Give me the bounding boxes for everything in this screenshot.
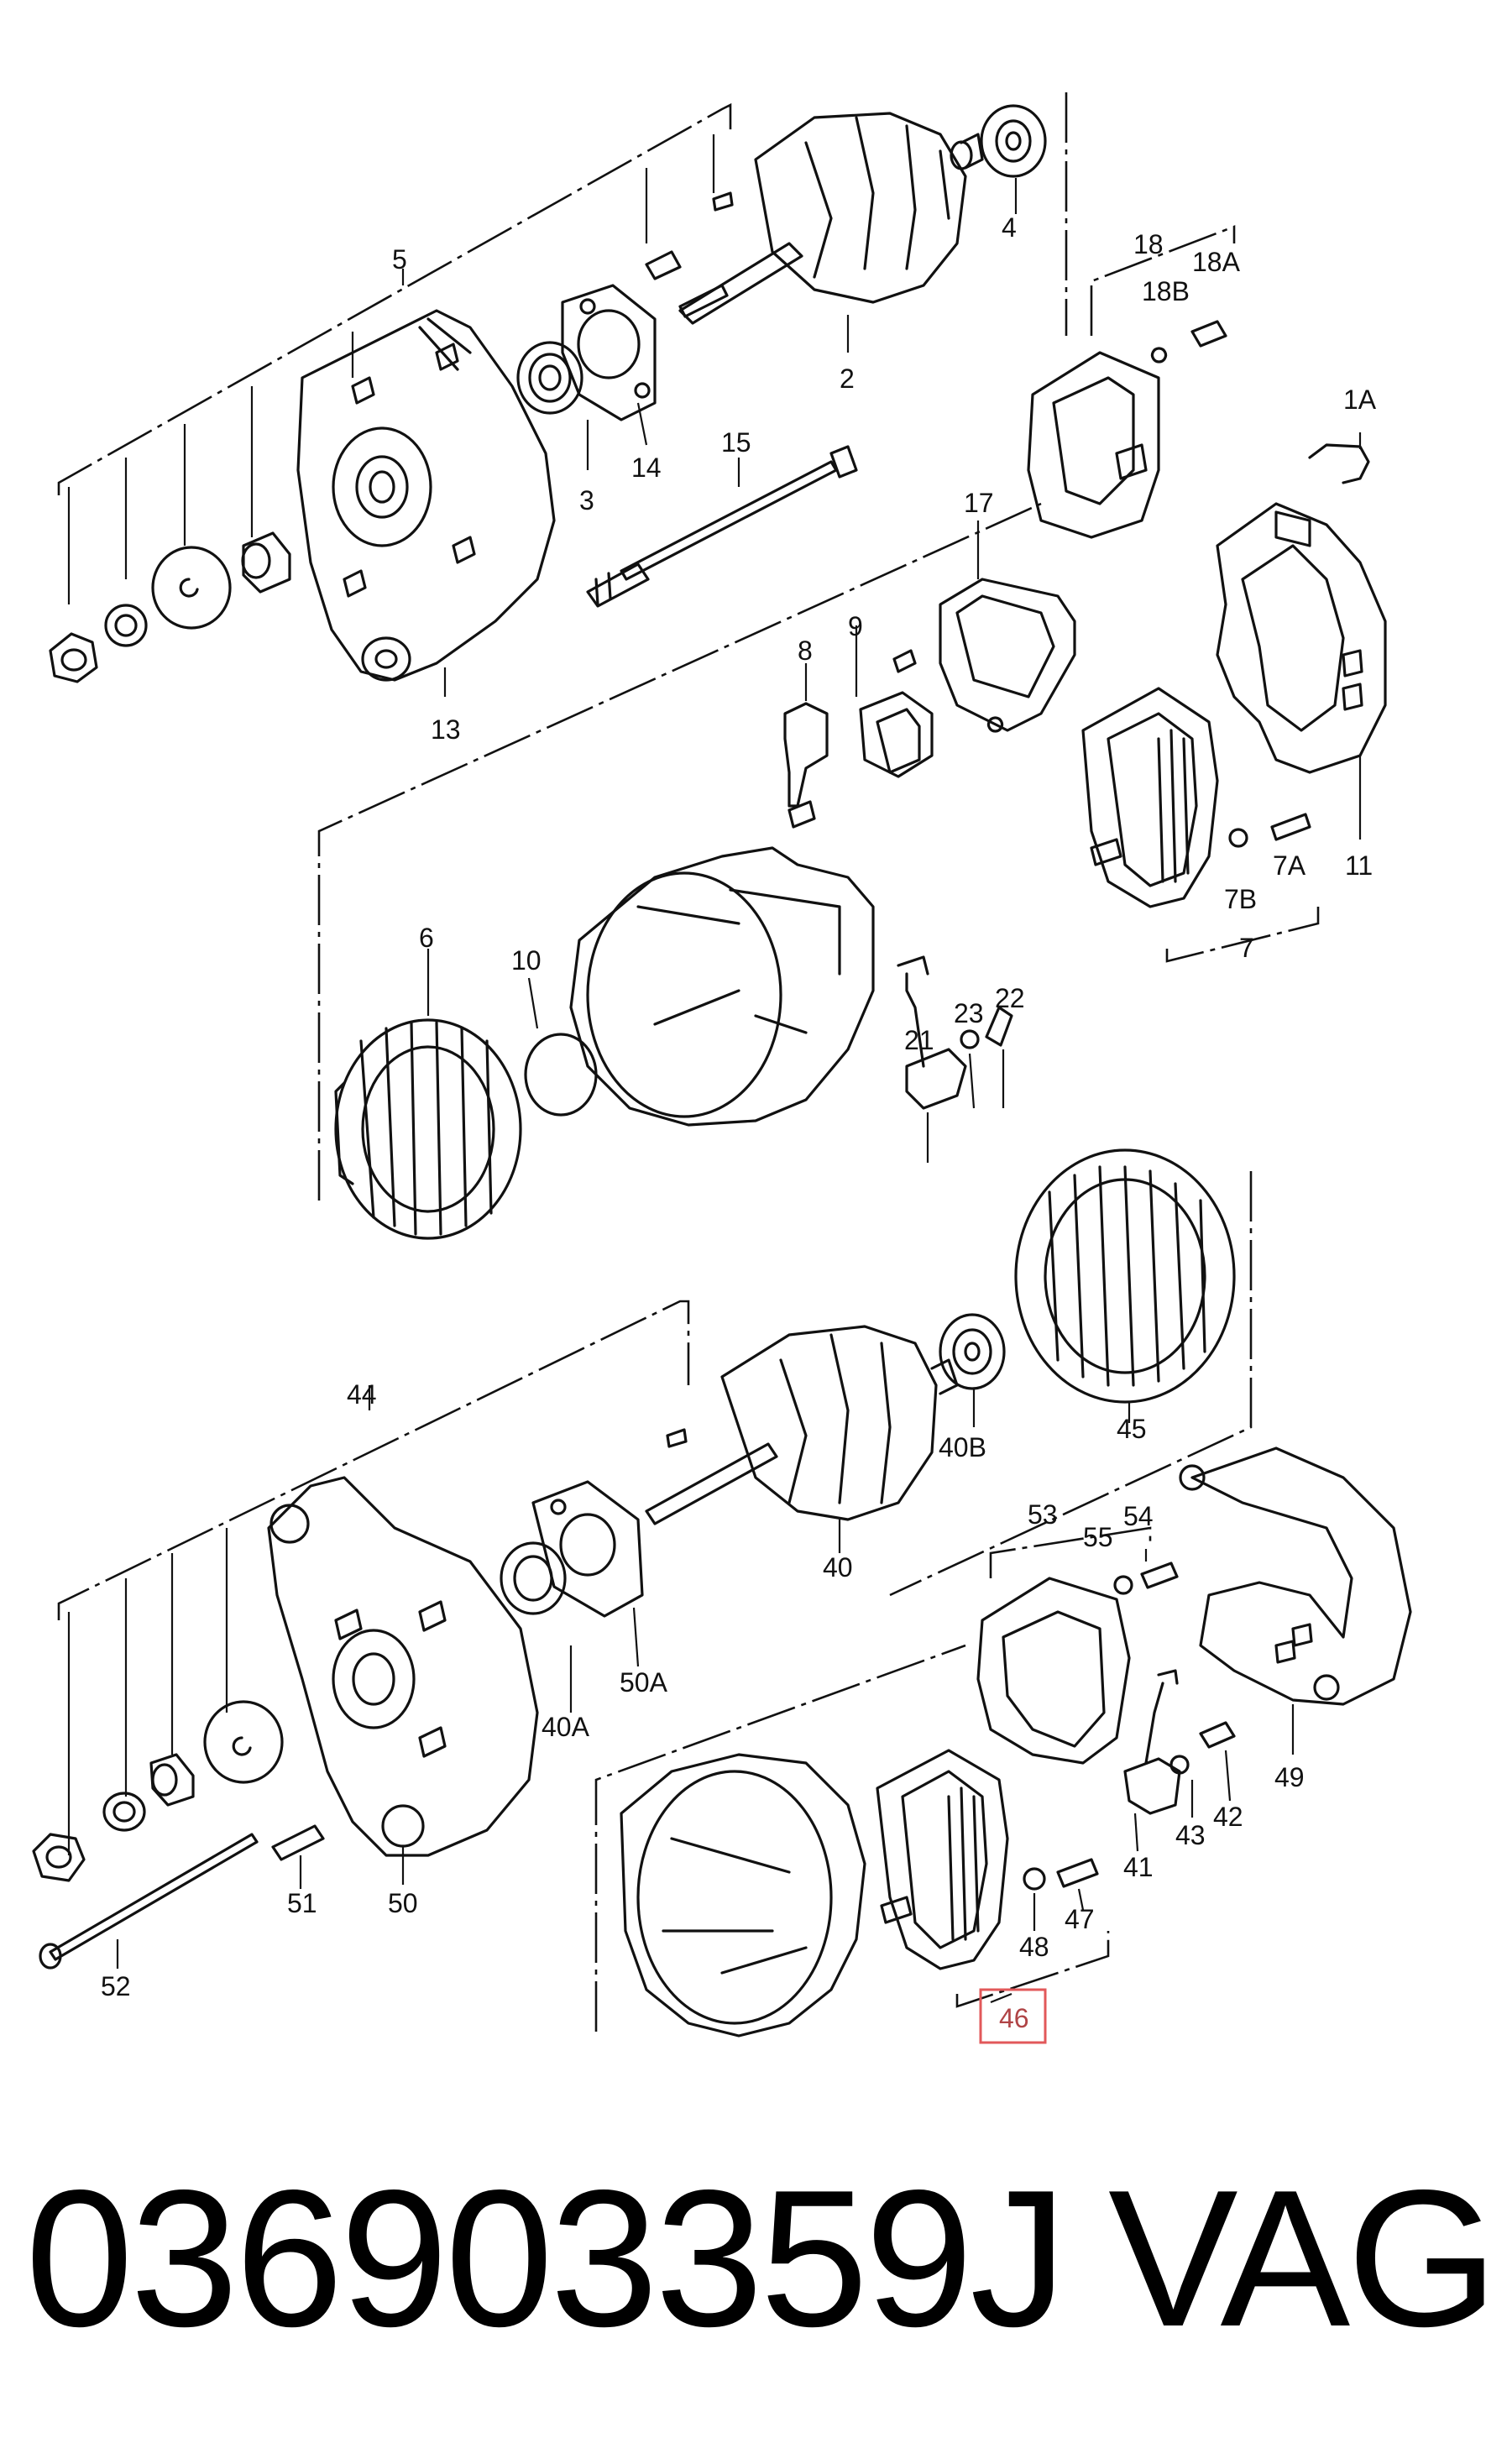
label-7A: 7A [1273,850,1306,881]
nut-washers-stack [49,531,291,683]
highlight-box-46 [979,1988,1047,2044]
rotor-2 [678,112,984,325]
rear-cover-11 [1216,502,1387,840]
bearing-4 [980,104,1047,214]
label-40A: 40A [542,1712,590,1742]
label-2: 2 [840,364,855,394]
diode-21 [897,955,967,1163]
label-54: 54 [1123,1501,1154,1531]
label-50: 50 [388,1888,418,1918]
stator-6 [317,502,1042,1240]
bottom-assembly [32,1148,1412,2044]
rectifier-46 [876,1749,1110,2008]
brush-holder-18 [1027,225,1236,539]
brand-name: VAG [1108,2150,1486,2367]
label-5: 5 [392,244,407,275]
end-housing-13 [296,309,556,682]
label-46: 46 [999,2003,1029,2033]
o-ring-10 [524,977,598,1117]
label-49: 49 [1274,1762,1305,1792]
end-housing-50 [267,1476,539,1885]
label-17: 17 [964,488,994,518]
label-1A: 1A [1343,385,1377,415]
label-44: 44 [347,1379,377,1410]
regulator-17 [939,521,1076,733]
label-51: 51 [287,1888,317,1918]
callout-labels: 5 4 2 18 18A 18B 1A 15 14 3 13 17 8 9 11… [101,212,1377,2033]
label-13: 13 [431,714,461,745]
rotor-40 [645,1325,959,1553]
label-8: 8 [798,636,813,666]
bearing-3 [516,341,583,415]
label-22: 22 [995,983,1025,1013]
bearing-40A [500,1541,573,1713]
diode-41 [1123,1669,1181,1852]
label-48: 48 [1019,1932,1049,1962]
bracket-5 [57,102,732,495]
stator-45 [889,1148,1253,1597]
connector-9 [855,625,934,778]
brush-holder-53 [976,1526,1152,1765]
label-14: 14 [631,453,662,483]
label-53: 53 [1028,1499,1058,1530]
nut-washers-stack-2 [32,1700,284,1882]
rectifier-7 [1081,687,1320,963]
long-bolt-52 [39,1833,259,1970]
rear-cover-49 [1179,1446,1412,1755]
top-assembly [49,92,1387,1240]
label-18: 18 [1133,229,1164,259]
plate-50A [531,1480,644,1667]
label-10: 10 [511,945,542,976]
label-18B: 18B [1142,276,1190,306]
part-number: 036903359J [25,2150,1064,2367]
bearing-40B [939,1313,1006,1427]
label-6: 6 [419,923,434,953]
housing-middle [569,846,875,1127]
label-9: 9 [848,611,863,641]
label-41: 41 [1123,1852,1154,1882]
stud-bolt-15 [586,445,858,608]
retainer-plate-14 [561,284,657,421]
label-40B: 40B [939,1432,986,1462]
bracket-8 [783,663,829,829]
label-4: 4 [1002,212,1017,243]
label-52: 52 [101,1971,131,2001]
housing-bottom [594,1644,966,2038]
label-15: 15 [721,427,751,458]
label-40: 40 [823,1552,853,1583]
label-18A: 18A [1192,247,1241,277]
label-3: 3 [579,485,594,515]
label-45: 45 [1117,1414,1147,1444]
label-7B: 7B [1224,884,1257,914]
label-55: 55 [1083,1522,1113,1552]
label-42: 42 [1213,1802,1243,1832]
label-7: 7 [1239,933,1254,963]
label-50A: 50A [620,1667,668,1698]
label-23: 23 [954,998,984,1028]
label-11: 11 [1345,850,1373,881]
label-21: 21 [904,1025,934,1055]
label-43: 43 [1175,1820,1206,1850]
label-47: 47 [1065,1904,1095,1934]
